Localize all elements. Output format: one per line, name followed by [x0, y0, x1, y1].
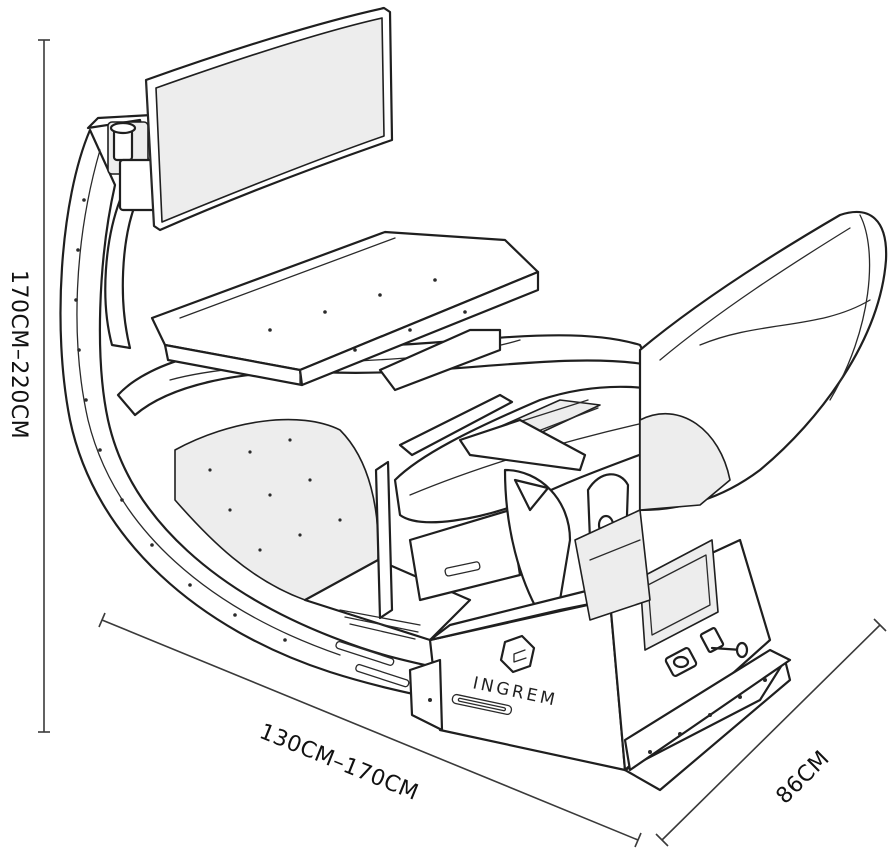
front-lip [408, 658, 444, 732]
racing-seat [393, 210, 888, 617]
desk [150, 230, 540, 392]
depth-dimension-label: 86CM [772, 746, 835, 809]
base-housing: INGREM [428, 509, 792, 792]
length-dimension-label: 130CM–170CM [256, 719, 422, 806]
side-tray [374, 393, 522, 620]
height-dimension: 170CM–220CM [6, 39, 50, 733]
monitor-post [86, 113, 162, 350]
frame-bolts [74, 198, 287, 642]
height-dimension-label: 170CM–220CM [6, 270, 31, 439]
curved-monitor [144, 6, 394, 232]
g-hexagon-logo-icon [499, 634, 536, 674]
